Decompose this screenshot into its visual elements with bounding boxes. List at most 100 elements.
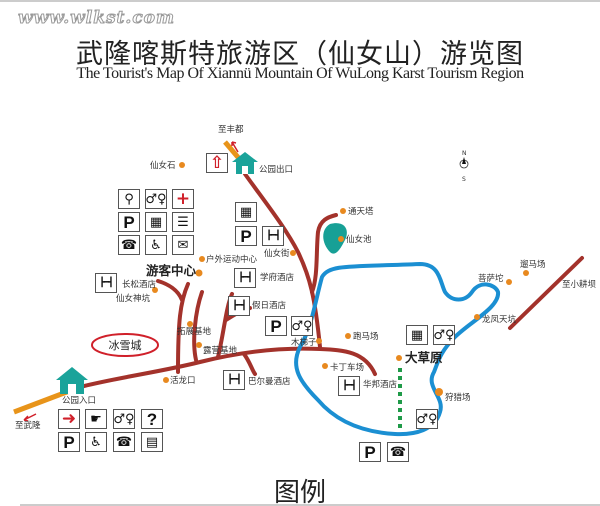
label-hunting: 狩猎场 — [445, 392, 471, 403]
label-outdoor-center: 户外运动中心 — [206, 254, 258, 265]
poi-dot — [195, 269, 203, 277]
poi-dots — [152, 162, 529, 396]
watermark: www.wlkst.com — [17, 8, 176, 29]
phone-icon: ☎ — [113, 432, 135, 452]
shopping-icon: ▦ — [235, 202, 257, 222]
bed-icon: ┣━┫ — [95, 273, 117, 293]
parking-icon: P — [118, 212, 140, 232]
label-xiannv-shenkeng: 仙女神坑 — [116, 293, 151, 304]
label-paomachang: 跑马场 — [353, 331, 379, 342]
label-grassland: 大草原 — [405, 350, 443, 365]
park-entrance-gate-icon — [56, 367, 88, 394]
toilets-icon: ♂♀ — [416, 409, 438, 429]
toilets-icon: ♂♀ — [145, 189, 167, 209]
parking-icon: P — [58, 432, 80, 452]
poi-dot — [338, 236, 344, 242]
visitor-branch-2 — [156, 279, 184, 302]
xiannvchi-lake — [323, 223, 347, 254]
poi-dot — [506, 279, 512, 285]
park-exit-gate-icon — [232, 152, 258, 174]
river — [294, 261, 500, 437]
baerman-branch — [242, 352, 257, 376]
wheelchair-icon: ♿ — [145, 235, 167, 255]
label-xuefu-hotel: 学府酒店 — [260, 272, 295, 283]
label-to-fengdu: 至丰都 — [218, 124, 244, 135]
phone-icon: ☎ — [387, 442, 409, 462]
arrow-to-fengdu-icon — [231, 141, 239, 153]
poi-dot — [187, 321, 193, 327]
label-tongtianta: 通天塔 — [348, 206, 374, 217]
label-tuozhan-base: 拓展基地 — [177, 326, 212, 337]
first-aid-icon: + — [172, 189, 194, 209]
help-icon: ? — [141, 409, 163, 429]
visitor-branch-1 — [176, 282, 190, 374]
label-jiari-hotel: 假日酒店 — [252, 300, 287, 311]
ice-city-label[interactable]: 冰雪城 — [109, 339, 142, 352]
label-liumachang: 遛马场 — [520, 259, 546, 270]
label-camping-base: 露营基地 — [203, 345, 238, 356]
reception-icon: ⚲ — [118, 189, 140, 209]
poi-dot — [396, 355, 402, 361]
railway-icon: ☰ — [172, 212, 194, 232]
poi-dot — [179, 162, 185, 168]
bed-icon: ┣━┫ — [234, 268, 256, 288]
label-baerman-hotel: 巴尔曼酒店 — [248, 376, 291, 387]
tongtianta-road — [310, 213, 338, 294]
place-labels: 至丰都 仙女石 公园出口 仙女街 通天塔 仙女池 户外运动中心 游客中心 长松酒… — [15, 124, 597, 431]
toilets-icon: ♂♀ — [433, 325, 455, 345]
parking-icon: P — [235, 226, 257, 246]
label-park-exit: 公园出口 — [259, 164, 293, 175]
poi-dot — [196, 342, 202, 348]
luggage-icon: ▤ — [141, 432, 163, 452]
wheelchair-icon: ♿ — [85, 432, 107, 452]
svg-text:N: N — [462, 150, 467, 157]
shopping-icon: ▦ — [406, 325, 428, 345]
label-longfeng-tiankeng: 龙凤天坑 — [482, 314, 517, 325]
poi-dot — [316, 338, 322, 344]
label-mutizi: 木梯子 — [291, 337, 317, 348]
label-xiannvshi: 仙女石 — [150, 160, 176, 171]
label-to-wulong: 至武隆 — [15, 420, 41, 431]
svg-text:S: S — [462, 176, 466, 183]
poi-dot — [322, 363, 328, 369]
poi-dot — [435, 388, 443, 396]
visitor-branch-3 — [192, 290, 204, 362]
label-park-entrance: 公园入口 — [62, 396, 96, 406]
poi-dot — [163, 377, 169, 383]
poi-dot — [523, 270, 529, 276]
legend-title: 图例 — [273, 478, 326, 506]
label-pusatuo: 菩萨坨 — [478, 273, 504, 284]
xiaogengba-road — [508, 256, 584, 330]
poi-dot — [474, 314, 480, 320]
arrow-to-wulong-icon — [23, 413, 37, 422]
mail-icon: ✉ — [172, 235, 194, 255]
compass-icon: N S — [459, 150, 469, 183]
toilets-icon: ♂♀ — [291, 316, 313, 336]
ice-city-marker[interactable] — [91, 333, 159, 357]
label-huabang-hotel: 华邦酒店 — [363, 379, 398, 390]
bed-icon: ┣━┫ — [262, 226, 284, 246]
parking-icon: P — [359, 442, 381, 462]
map-title-chinese: 武隆喀斯特旅游区（仙女山）游览图 — [76, 39, 524, 70]
poi-dot — [345, 333, 351, 339]
divider — [20, 504, 600, 506]
poi-dot — [152, 287, 158, 293]
label-xiannvchi: 仙女池 — [346, 234, 372, 245]
guide-icon: ☛ — [85, 409, 107, 429]
poi-dot — [290, 250, 296, 256]
exit-up-icon: ⇧ — [206, 153, 228, 173]
parking-icon: P — [265, 316, 287, 336]
bed-icon: ┣━┫ — [228, 296, 250, 316]
label-visitor-center: 游客中心 — [146, 263, 197, 278]
bed-icon: ┣━┫ — [223, 370, 245, 390]
entrance-icon: ➜ — [58, 409, 80, 429]
label-changsong-hotel: 长松酒店 — [122, 279, 157, 290]
label-kart: 卡丁车场 — [330, 362, 364, 373]
poi-dot — [199, 256, 205, 262]
toilets-icon: ♂♀ — [113, 409, 135, 429]
shopping-icon: ▦ — [145, 212, 167, 232]
bed-icon: ┣━┫ — [338, 376, 360, 396]
label-huolongkou: 活龙口 — [170, 375, 196, 386]
